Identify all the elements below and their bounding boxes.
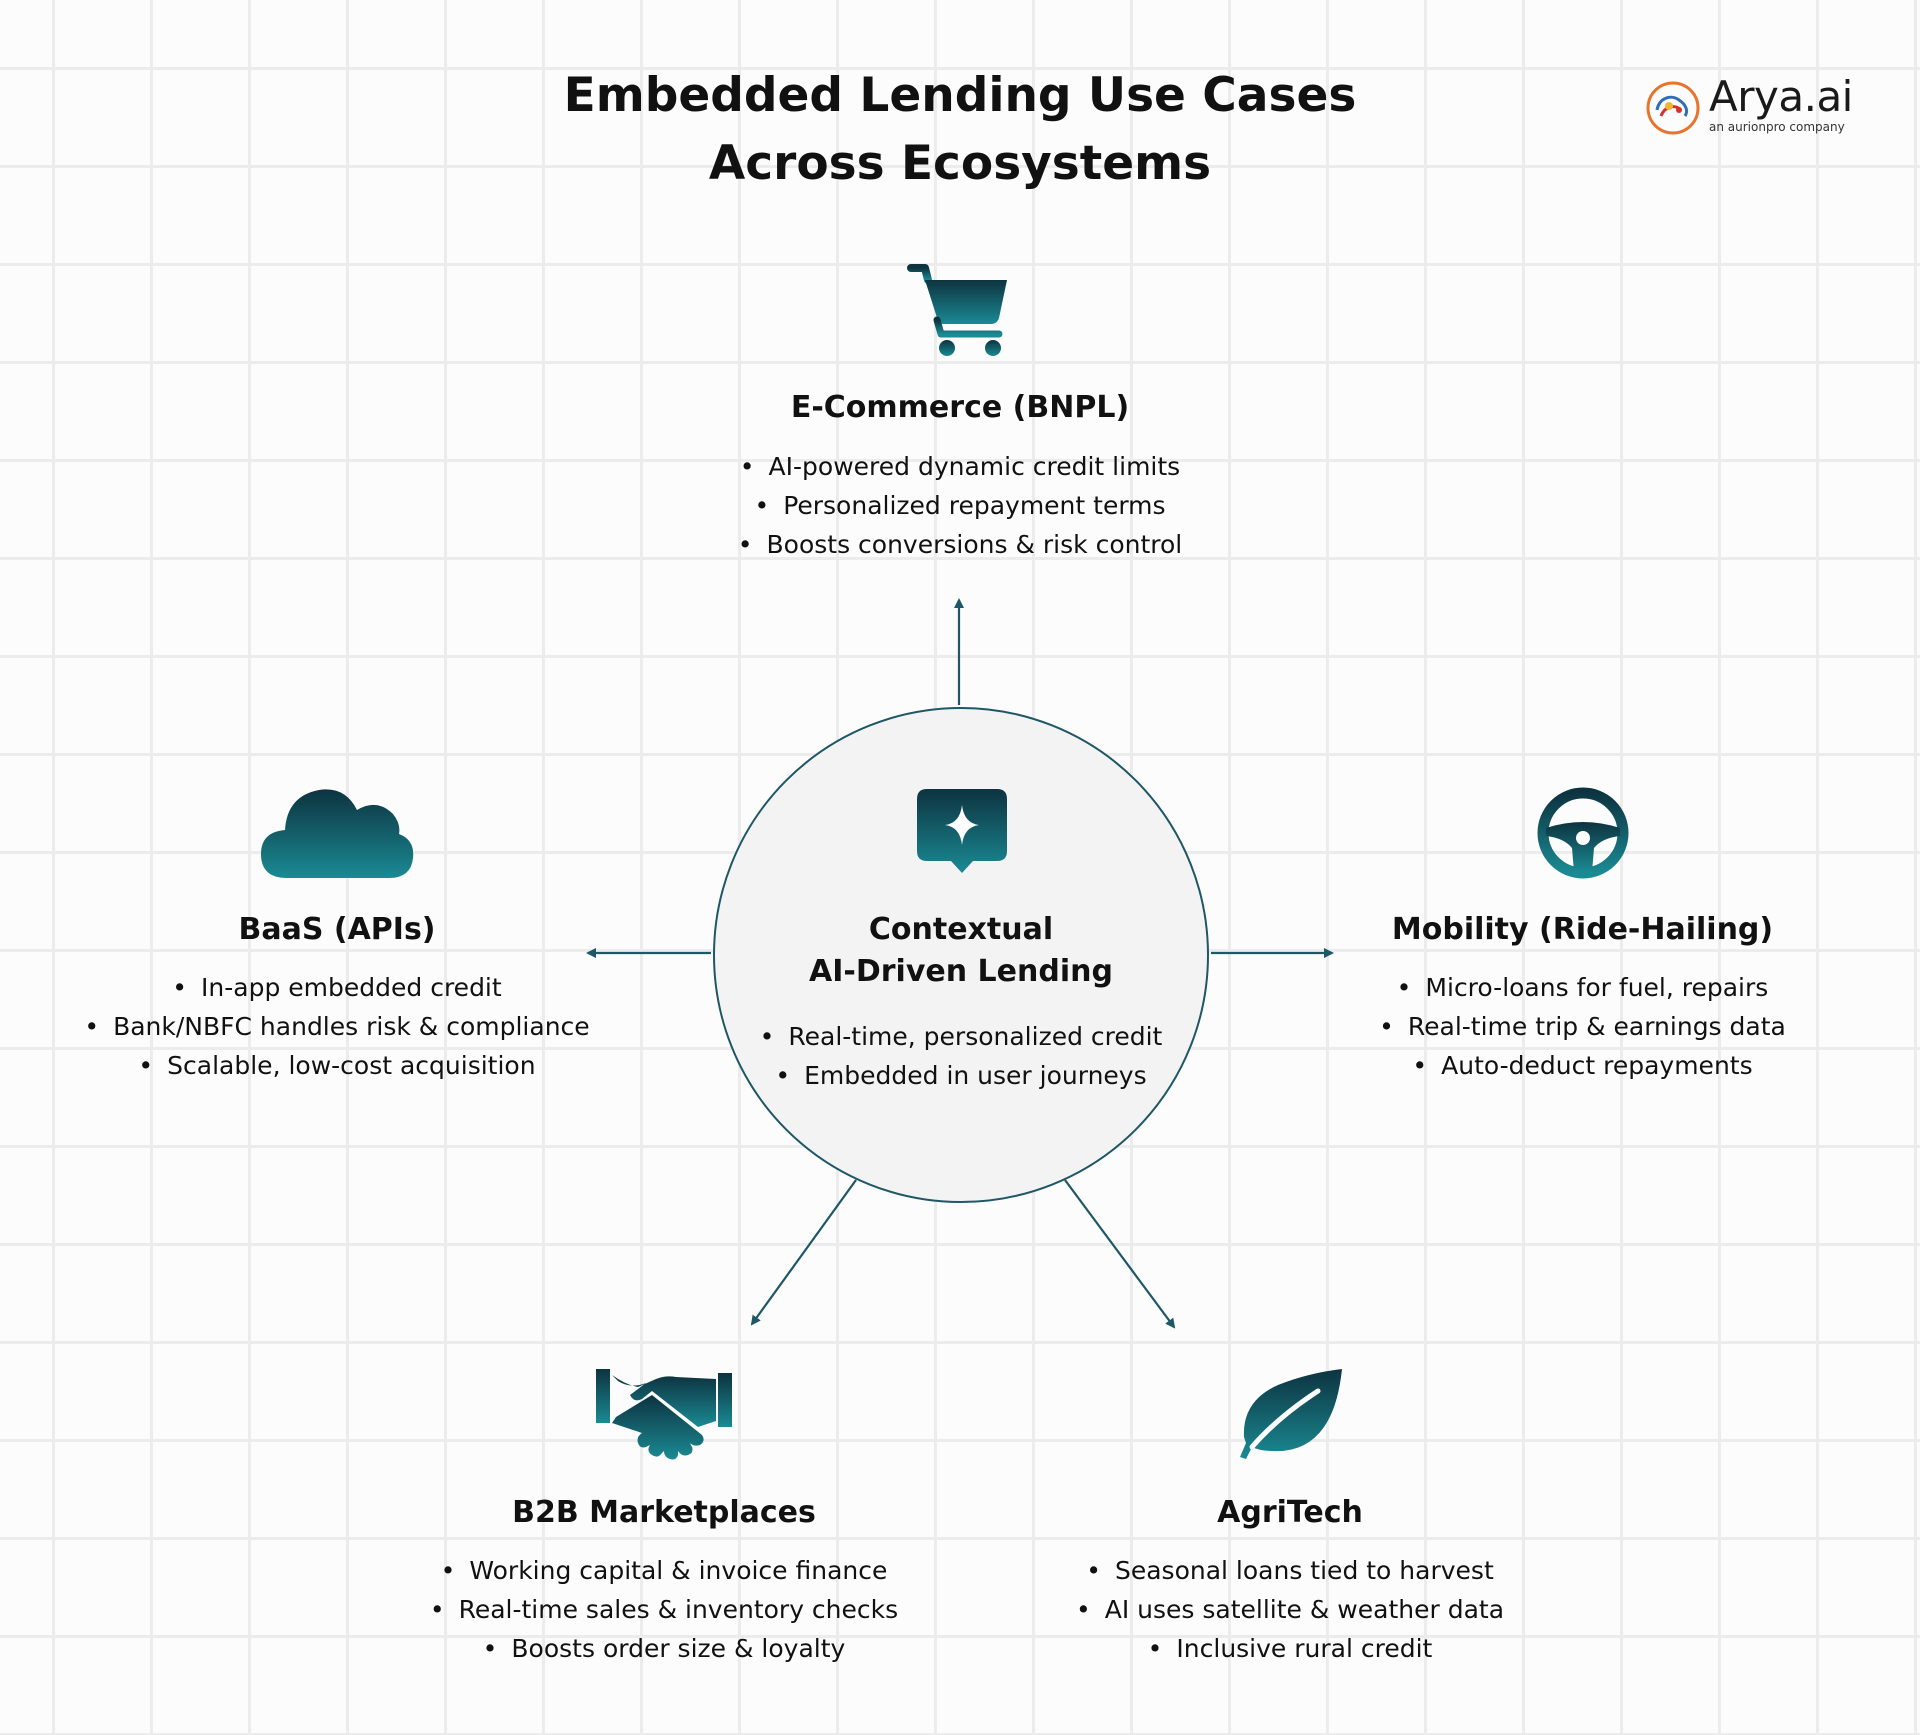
node-bullet: AI uses satellite & weather data: [1040, 1590, 1540, 1629]
node-bullets: Micro-loans for fuel, repairs Real-time …: [1330, 968, 1835, 1085]
node-bullet: Personalized repayment terms: [710, 486, 1210, 525]
connector-agritech: [1064, 1179, 1176, 1329]
node-bullet: AI-powered dynamic credit limits: [710, 447, 1210, 486]
title-line-1: Embedded Lending Use Cases: [563, 68, 1357, 123]
center-bullets: Real-time, personalized credit Embedded …: [715, 1017, 1207, 1095]
node-bullets: AI-powered dynamic credit limits Persona…: [710, 447, 1210, 564]
node-bullet: Working capital & invoice finance: [414, 1551, 914, 1590]
node-agritech: AgriTech Seasonal loans tied to harvest …: [1040, 1365, 1540, 1675]
node-bullet: Inclusive rural credit: [1040, 1629, 1540, 1668]
page-title: Embedded Lending Use Cases Across Ecosys…: [460, 62, 1460, 198]
node-bullets: Seasonal loans tied to harvest AI uses s…: [1040, 1551, 1540, 1668]
leaf-icon: [1240, 1369, 1342, 1459]
node-bullet: Auto-deduct repayments: [1330, 1046, 1835, 1085]
center-title: Contextual AI-Driven Lending: [715, 909, 1207, 993]
ai-sparkle-chat-icon: [917, 789, 1007, 873]
node-bullet: Boosts order size & loyalty: [414, 1629, 914, 1668]
node-title: AgriTech: [1217, 1495, 1363, 1530]
node-bullet: Scalable, low-cost acquisition: [72, 1046, 602, 1085]
node-bullet: Real-time sales & inventory checks: [414, 1590, 914, 1629]
center-title-line-2: AI-Driven Lending: [809, 954, 1113, 989]
node-bullet: Micro-loans for fuel, repairs: [1330, 968, 1835, 1007]
node-title: BaaS (APIs): [238, 912, 436, 947]
center-title-line-1: Contextual: [868, 912, 1054, 947]
title-line-2: Across Ecosystems: [708, 136, 1212, 191]
center-bullet: Real-time, personalized credit: [715, 1017, 1207, 1056]
node-bullets: Working capital & invoice finance Real-t…: [414, 1551, 914, 1668]
center-hub: Contextual AI-Driven Lending Real-time, …: [713, 707, 1209, 1203]
node-bullet: Bank/NBFC handles risk & compliance: [72, 1007, 602, 1046]
node-title: B2B Marketplaces: [512, 1495, 816, 1530]
node-baas: BaaS (APIs) In-app embedded credit Bank/…: [72, 782, 602, 1092]
shopping-cart-icon: [907, 264, 1007, 356]
node-bullets: In-app embedded credit Bank/NBFC handles…: [72, 968, 602, 1085]
node-title: Mobility (Ride-Hailing): [1391, 912, 1774, 947]
connector-b2b: [750, 1179, 857, 1326]
node-title: E-Commerce (BNPL): [790, 390, 1130, 425]
center-bullet: Embedded in user journeys: [715, 1056, 1207, 1095]
steering-wheel-icon: [1537, 787, 1629, 879]
arya-logo-mark-icon: [1646, 81, 1700, 135]
cloud-icon: [261, 789, 414, 878]
node-ecommerce: E-Commerce (BNPL) AI-powered dynamic cre…: [710, 260, 1210, 570]
logo-tagline: an aurionpro company: [1709, 120, 1845, 134]
node-b2b: B2B Marketplaces Working capital & invoi…: [414, 1365, 914, 1675]
node-bullet: Seasonal loans tied to harvest: [1040, 1551, 1540, 1590]
node-bullet: Boosts conversions & risk control: [710, 525, 1210, 564]
node-bullet: In-app embedded credit: [72, 968, 602, 1007]
handshake-icon: [596, 1369, 732, 1460]
brand-logo: Arya.ai an aurionpro company: [1645, 72, 1853, 142]
logo-name: Arya.ai: [1709, 72, 1853, 121]
node-mobility: Mobility (Ride-Hailing) Micro-loans for …: [1330, 782, 1835, 1092]
node-bullet: Real-time trip & earnings data: [1330, 1007, 1835, 1046]
